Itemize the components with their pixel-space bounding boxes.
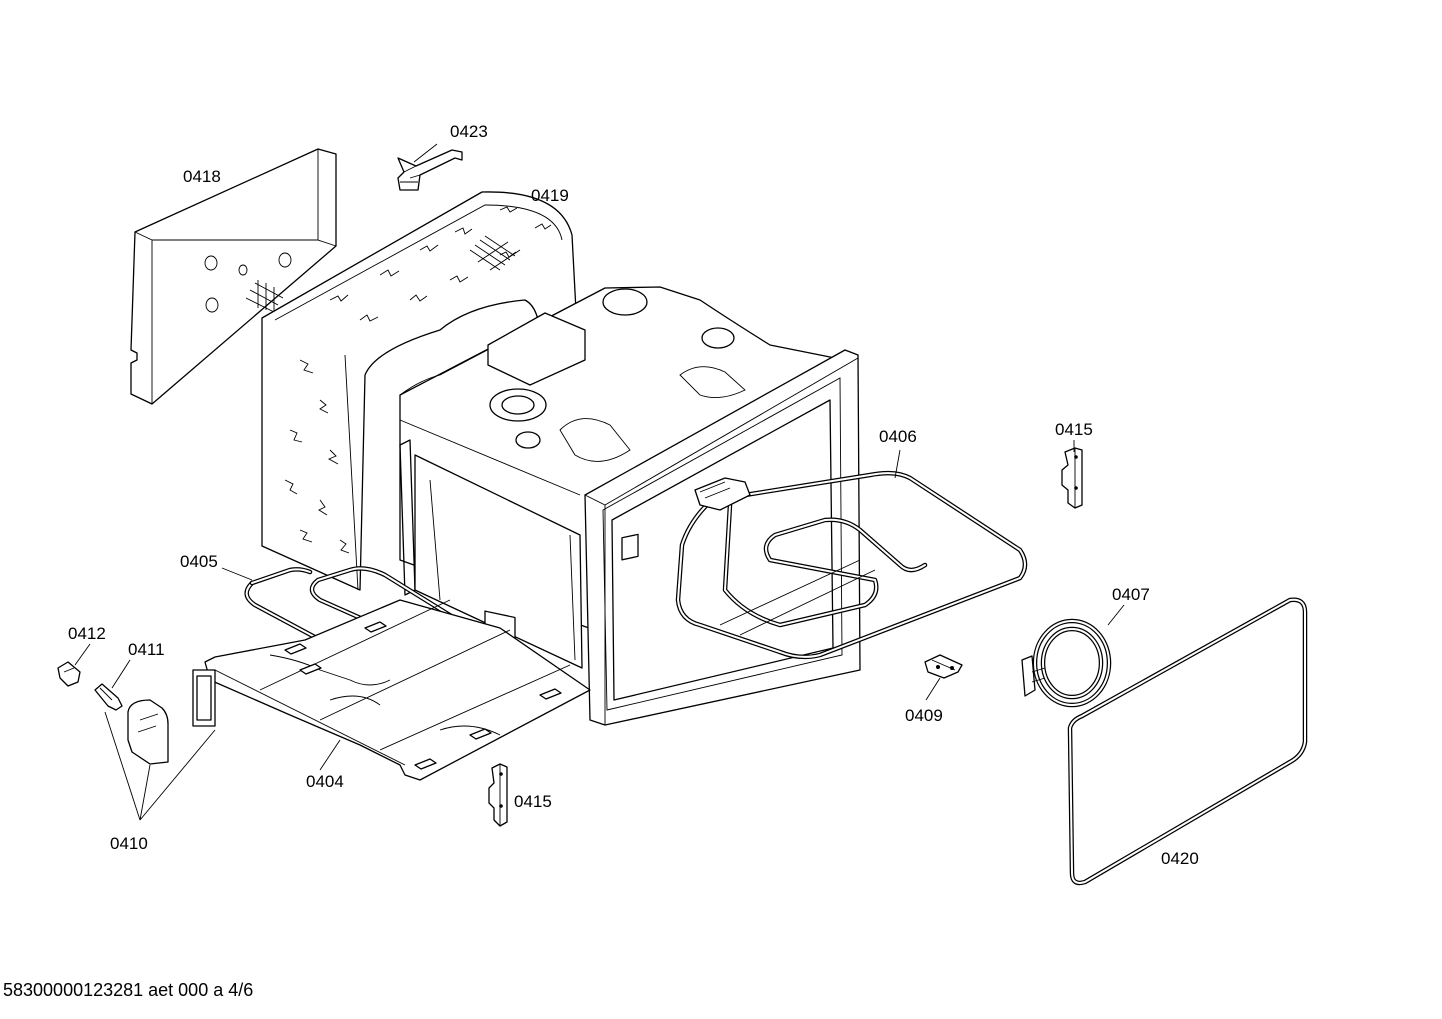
part-0418-back-panel	[130, 148, 337, 405]
part-0415-bottom-bracket	[488, 763, 508, 827]
label-0415-right: 0415	[1055, 420, 1093, 439]
part-oven-cavity	[399, 286, 846, 681]
label-0404: 0404	[306, 772, 344, 791]
label-0409: 0409	[905, 706, 943, 725]
part-0411-lamp-bulb	[94, 683, 123, 711]
label-0419: 0419	[531, 186, 569, 205]
label-0405: 0405	[180, 552, 218, 571]
part-0420-door-gasket	[1067, 597, 1308, 886]
part-0407-ring-heater	[1021, 618, 1112, 708]
leader-lines	[74, 143, 1125, 821]
label-0407: 0407	[1112, 585, 1150, 604]
label-0420: 0420	[1161, 849, 1199, 868]
label-0410: 0410	[110, 834, 148, 853]
document-footer: 58300000123281 aet 000 a 4/6	[3, 980, 254, 1000]
label-0411: 0411	[128, 640, 165, 659]
part-0412-lamp-socket	[57, 661, 81, 687]
part-0409-clip	[924, 654, 963, 679]
label-0412: 0412	[68, 624, 106, 643]
part-0404-bottom-tray	[204, 599, 591, 781]
part-0415-right-bracket	[1061, 447, 1083, 509]
part-0419-insulation-wrap	[261, 191, 578, 591]
label-0406: 0406	[879, 427, 917, 446]
part-0406-top-heater	[675, 470, 1028, 660]
part-0410-lamp-cover	[127, 669, 216, 765]
part-0423-bracket	[397, 149, 463, 191]
label-0423: 0423	[450, 122, 488, 141]
label-0415-bottom: 0415	[514, 792, 552, 811]
label-0418: 0418	[183, 167, 221, 186]
